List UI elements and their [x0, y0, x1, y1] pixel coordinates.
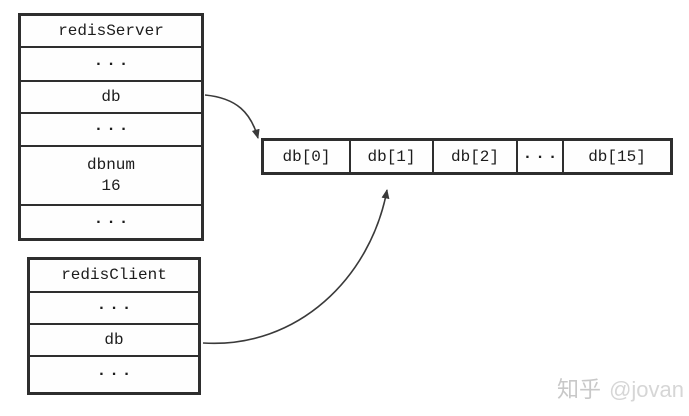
db-array-ellipsis-cell: ···	[516, 141, 562, 172]
db-array-cell-0: db[0]	[282, 147, 331, 166]
client-db-arrow	[202, 189, 390, 345]
client-ellipsis-row: ···	[30, 355, 198, 392]
db-array-cell-2: db[2]	[432, 141, 516, 172]
dbnum-label: dbnum	[86, 155, 135, 174]
watermark-handle: @jovan	[609, 377, 684, 402]
server-dbnum-row: dbnum 16	[21, 145, 201, 204]
watermark: 知乎 @jovan	[557, 372, 684, 404]
server-db-arrow	[204, 94, 260, 139]
server-ellipsis-row: ···	[21, 112, 201, 145]
redis-client-title: redisClient	[61, 266, 167, 285]
redis-client-struct: redisClient ··· db ···	[27, 257, 201, 395]
watermark-brand: 知乎	[557, 377, 602, 402]
dbnum-value: 16	[101, 176, 121, 195]
server-db-row: db	[21, 80, 201, 112]
client-db-row: db	[30, 323, 198, 355]
db-array-cell-1: db[1]	[349, 141, 432, 172]
db-array: db[0] db[1] db[2] ··· db[15]	[261, 138, 673, 175]
server-ellipsis-row: ···	[21, 46, 201, 80]
client-ellipsis-row: ···	[30, 291, 198, 323]
redis-server-struct: redisServer ··· db ··· dbnum 16 ···	[18, 13, 204, 241]
redis-server-title: redisServer	[58, 21, 164, 40]
server-ellipsis-row: ···	[21, 204, 201, 238]
db-array-cell-15: db[15]	[562, 141, 670, 172]
